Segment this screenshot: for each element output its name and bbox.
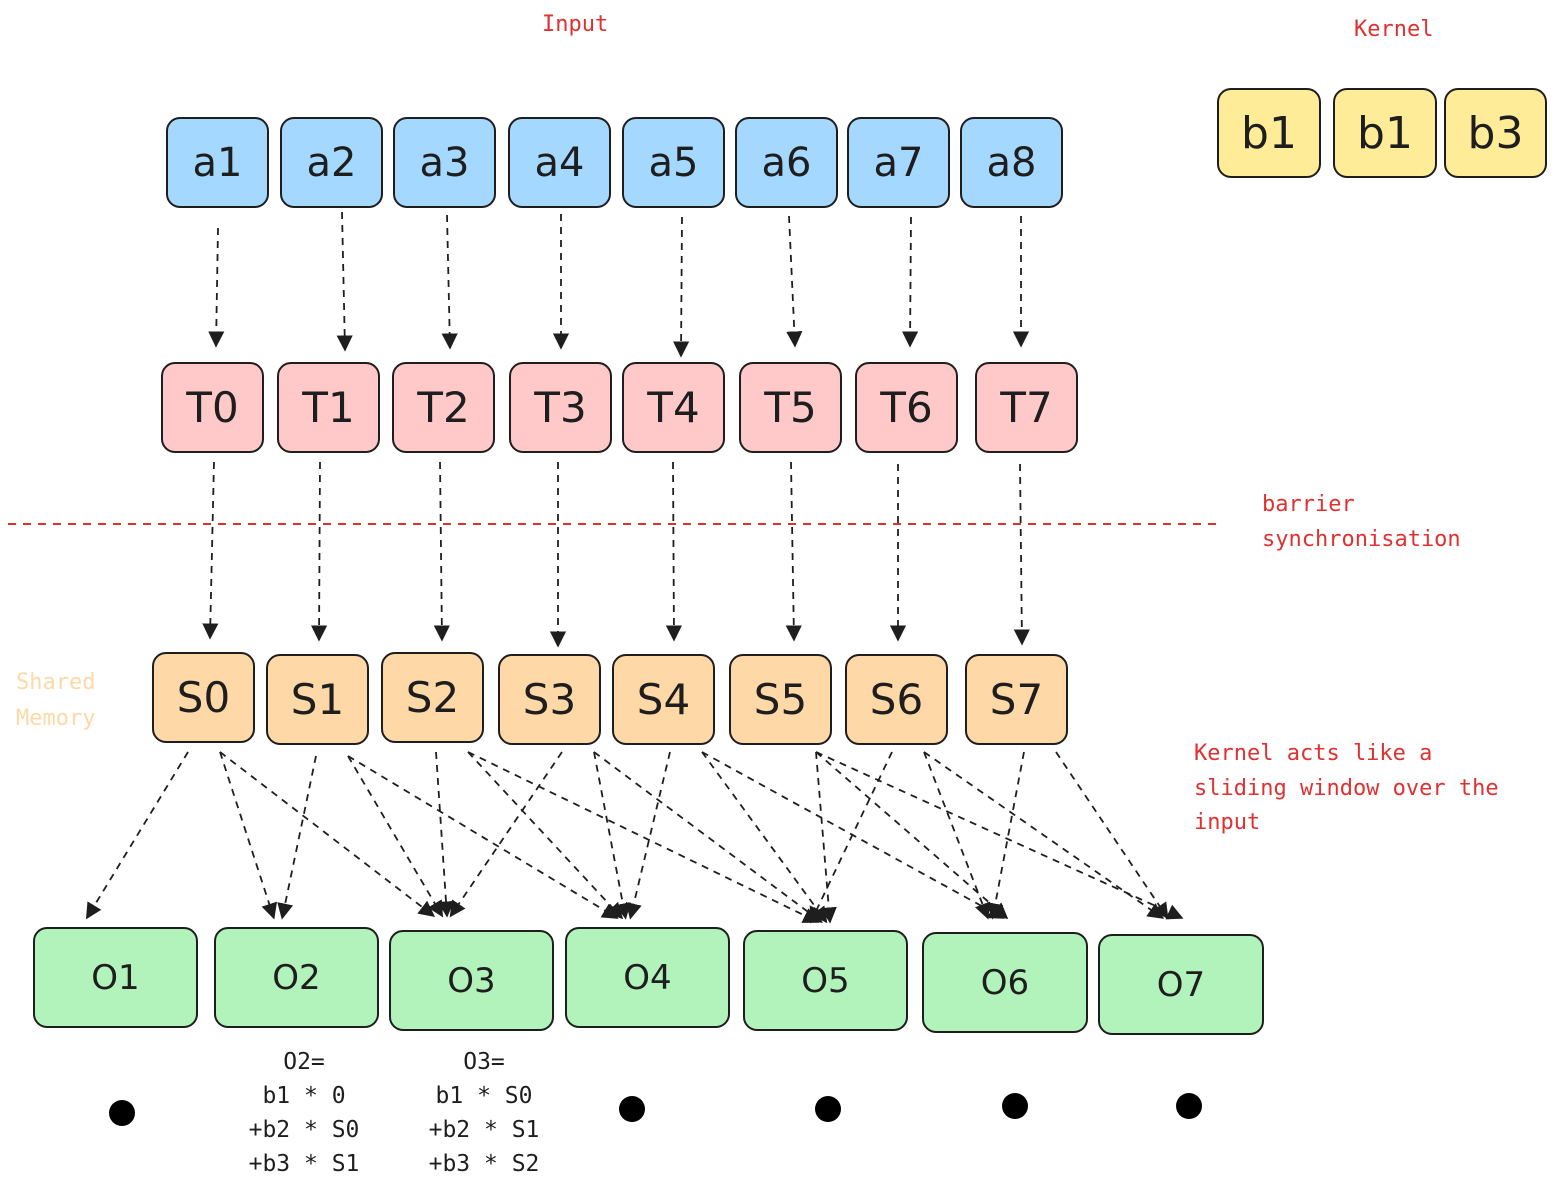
arrow-thread-to-shared <box>785 461 802 642</box>
input-cell-a4: a4 <box>508 117 611 208</box>
arrow-input-to-thread <box>441 214 458 350</box>
arrow-shared-to-output <box>923 751 991 920</box>
kernel-box-b1: b1 <box>1217 88 1321 178</box>
arrow-thread-to-shared <box>433 461 450 642</box>
arrow-shared-to-output <box>435 751 455 918</box>
shared-memory-label-line2: Memory <box>16 706 96 731</box>
arrow-shared-to-output <box>809 751 893 924</box>
arrow-shared-to-output <box>593 751 631 920</box>
thread-T1: T1 <box>277 362 380 453</box>
arrow-shared-to-output <box>347 755 444 918</box>
shared-S5: S5 <box>729 654 832 745</box>
formula-o3-line2: b1 * S0 <box>435 1083 533 1109</box>
input-cell-a8: a8 <box>960 117 1063 208</box>
arrow-shared-to-output <box>347 755 619 919</box>
shared-S6: S6 <box>845 654 948 745</box>
arrow-shared-to-output <box>85 751 189 920</box>
input-cell-a5: a5 <box>622 117 725 208</box>
formula-o2-line4: +b3 * S1 <box>248 1151 360 1177</box>
formula-o2: O2= b1 * 0 +b2 * S0 +b3 * S1 <box>219 1045 389 1181</box>
sliding-window-note-line1: Kernel acts like a <box>1194 741 1433 766</box>
kernel-box-b3: b3 <box>1444 88 1547 178</box>
thread-T6: T6 <box>855 362 958 453</box>
output-O3: O3 <box>389 930 554 1031</box>
output-O4: O4 <box>565 927 730 1028</box>
shared-S7: S7 <box>965 654 1068 745</box>
input-cell-a6: a6 <box>735 117 838 208</box>
formula-o3: O3= b1 * S0 +b2 * S1 +b3 * S2 <box>399 1045 569 1181</box>
arrow-input-to-thread <box>902 216 919 348</box>
placeholder-dot <box>1176 1093 1202 1119</box>
placeholder-dot <box>109 1100 135 1126</box>
arrow-shared-to-output <box>815 751 1184 920</box>
formula-o2-line2: b1 * 0 <box>262 1083 346 1109</box>
arrow-shared-to-output <box>815 751 1009 920</box>
formula-o3-line4: +b3 * S2 <box>428 1151 540 1177</box>
shared-memory-label-line1: Shared <box>16 670 96 695</box>
kernel-box-b2: b1 <box>1333 88 1437 178</box>
input-cell-a1: a1 <box>166 117 269 208</box>
output-O2: O2 <box>214 927 379 1028</box>
arrow-input-to-thread <box>336 211 353 352</box>
placeholder-dot <box>619 1096 645 1122</box>
thread-T2: T2 <box>392 362 495 453</box>
input-cell-a2: a2 <box>280 117 383 208</box>
formula-o3-line3: +b2 * S1 <box>428 1117 540 1143</box>
input-label: Input <box>542 12 609 37</box>
shared-S3: S3 <box>498 654 601 745</box>
arrow-shared-to-output <box>277 755 317 920</box>
thread-T7: T7 <box>975 362 1078 453</box>
arrow-shared-to-output <box>701 751 828 924</box>
arrow-shared-to-output <box>625 751 671 920</box>
arrow-shared-to-output <box>219 751 436 917</box>
arrow-shared-to-output <box>1055 751 1169 920</box>
arrow-shared-to-output <box>467 751 624 920</box>
output-O6: O6 <box>922 932 1088 1033</box>
arrow-thread-to-shared <box>202 461 219 640</box>
arrow-shared-to-output <box>987 751 1025 920</box>
barrier-label-line2: synchronisation <box>1262 527 1461 552</box>
output-O7: O7 <box>1098 934 1264 1035</box>
arrow-thread-to-shared <box>1013 463 1030 646</box>
shared-S2: S2 <box>381 652 484 743</box>
arrow-shared-to-output <box>449 751 563 918</box>
barrier-label-line1: barrier <box>1262 492 1355 517</box>
output-O1: O1 <box>33 927 198 1028</box>
shared-S1: S1 <box>266 654 369 745</box>
kernel-label: Kernel <box>1354 17 1434 42</box>
arrow-thread-to-shared <box>310 461 328 642</box>
placeholder-dot <box>815 1096 841 1122</box>
sliding-window-note-line3: input <box>1194 810 1261 835</box>
arrow-shared-to-output <box>467 751 820 923</box>
thread-T5: T5 <box>739 362 842 453</box>
sliding-window-note-line2: sliding window over the <box>1194 776 1499 801</box>
formula-o3-line1: O3= <box>463 1049 505 1075</box>
arrow-input-to-thread <box>673 216 690 358</box>
arrow-shared-to-output <box>219 751 278 920</box>
arrow-shared-to-output <box>593 751 823 923</box>
thread-T4: T4 <box>622 362 725 453</box>
arrow-thread-to-shared <box>665 461 683 642</box>
arrow-input-to-thread <box>208 227 225 348</box>
thread-T3: T3 <box>509 362 612 453</box>
placeholder-dot <box>1002 1093 1028 1119</box>
output-O5: O5 <box>743 930 908 1031</box>
shared-S4: S4 <box>612 654 715 745</box>
arrow-shared-to-output <box>923 751 1165 919</box>
formula-o2-line1: O2= <box>283 1049 325 1075</box>
arrow-shared-to-output <box>815 751 837 924</box>
shared-S0: S0 <box>152 652 255 743</box>
thread-T0: T0 <box>161 362 264 453</box>
arrow-input-to-thread <box>786 215 803 348</box>
input-cell-a7: a7 <box>847 117 950 208</box>
input-cell-a3: a3 <box>393 117 496 208</box>
formula-o2-line3: +b2 * S0 <box>248 1117 360 1143</box>
